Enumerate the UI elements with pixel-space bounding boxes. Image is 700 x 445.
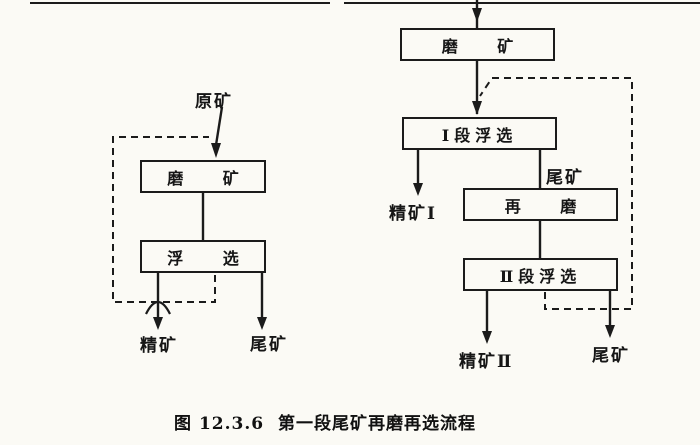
figure-caption: 图 12.3.6 第一段尾矿再磨再选流程 xyxy=(174,414,476,434)
right-concentrate2-arrowhead xyxy=(482,331,492,344)
left-feed-line xyxy=(214,106,224,146)
right-concentrate1-label: 精矿Ⅰ xyxy=(389,204,437,224)
right-concentrate1-arrowhead xyxy=(413,183,423,196)
left-feed-arrowhead xyxy=(211,143,221,158)
right-final-tailings-arrowhead xyxy=(605,325,615,338)
left-tailings-arrowhead xyxy=(257,317,267,330)
left-grind-box: 磨 矿 xyxy=(140,160,266,193)
right-flowsheet-arrowheads xyxy=(413,8,615,344)
right-grind-box: 磨 矿 xyxy=(400,28,555,61)
left-recycle-dashed-line xyxy=(112,136,216,303)
left-tailings-label: 尾矿 xyxy=(250,335,288,355)
right-feed-arrowhead xyxy=(472,8,482,22)
right-regrind-box: 再 磨 xyxy=(463,188,618,221)
right-stage2-flotation-box: Ⅱ段浮选 xyxy=(463,258,618,291)
left-concentrate-label: 精矿 xyxy=(140,336,178,356)
left-flowsheet-lines xyxy=(112,106,264,318)
right-concentrate2-label: 精矿Ⅱ xyxy=(459,352,514,372)
scan-edge-line-right xyxy=(344,2,700,4)
left-concentrate-arrowhead xyxy=(153,317,163,330)
right-final-tailings-label: 尾矿 xyxy=(592,346,630,366)
left-flowsheet-arrowheads xyxy=(153,143,267,330)
right-flot1-feed-arrowhead xyxy=(472,101,482,115)
right-recycle-dashed-line xyxy=(479,77,633,310)
left-flotation-box: 浮 选 xyxy=(140,240,266,273)
right-stage1-flotation-box: Ⅰ段浮选 xyxy=(402,117,557,150)
right-mid-tailings-label: 尾矿 xyxy=(546,168,584,188)
left-feed-label: 原矿 xyxy=(195,92,233,112)
scan-edge-line-left xyxy=(30,2,330,4)
